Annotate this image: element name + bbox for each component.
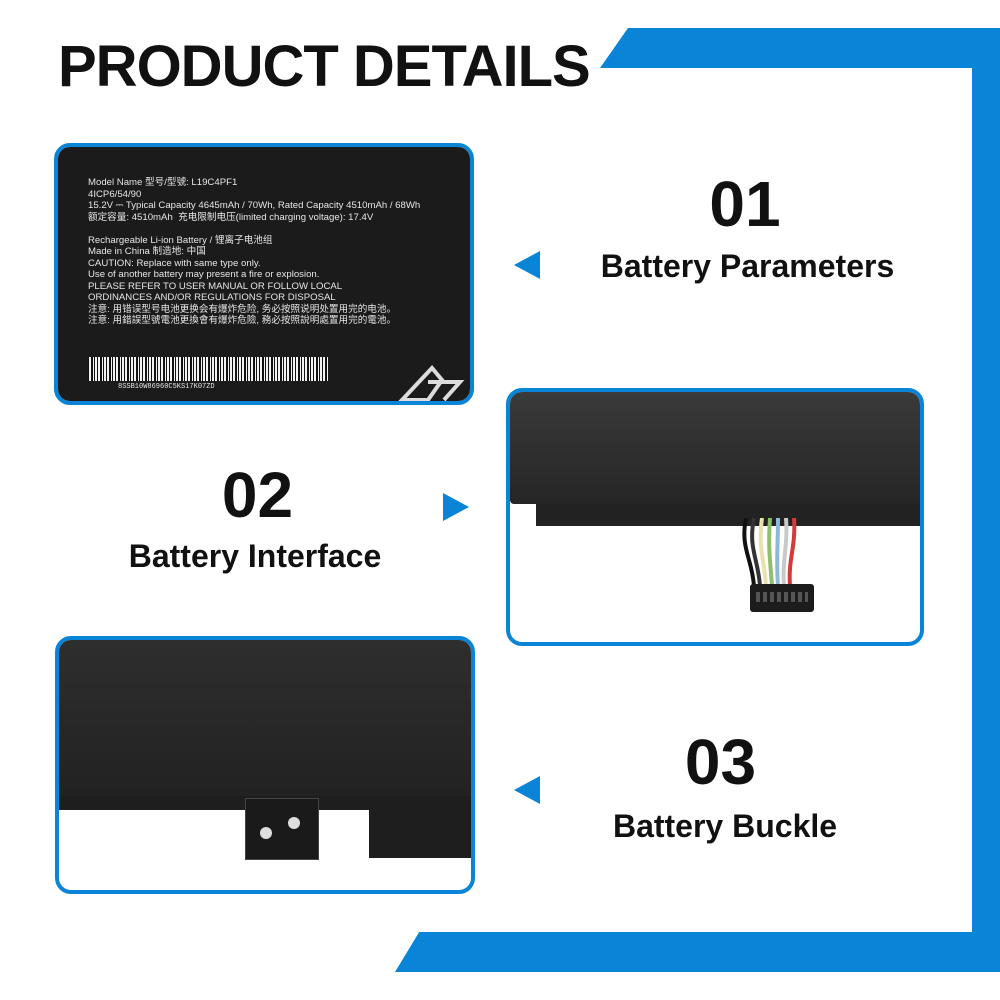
left-arrow-icon — [514, 251, 540, 279]
section-number-01: 01 — [709, 168, 781, 240]
connector-cable — [738, 517, 798, 588]
left-arrow-icon — [514, 776, 540, 804]
page-title: PRODUCT DETAILS — [58, 34, 591, 99]
frame-bottom-border — [395, 932, 1000, 972]
battery-body-bottom — [59, 640, 471, 796]
barcode — [88, 357, 328, 381]
section-label-battery-parameters: Battery Parameters — [600, 248, 895, 284]
frame-top-border — [600, 28, 1000, 68]
mounting-hole-icon — [288, 817, 300, 829]
section-label-battery-interface: Battery Interface — [128, 538, 382, 574]
battery-interface-panel — [506, 388, 924, 646]
certification-logo-icon — [398, 364, 465, 401]
frame-right-border — [972, 28, 1000, 972]
battery-ridge — [536, 504, 920, 526]
section-label-battery-buckle: Battery Buckle — [612, 808, 838, 844]
serial-number: 8SSB10W86960C5KS17K07ZD — [118, 383, 215, 391]
battery-body — [510, 392, 920, 504]
battery-spec-text: Model Name 型号/型號: L19C4PF1 4ICP6/54/90 1… — [88, 177, 421, 326]
battery-label-surface: Model Name 型号/型號: L19C4PF1 4ICP6/54/90 1… — [58, 147, 470, 401]
mounting-hole-icon — [260, 827, 272, 839]
section-number-03: 03 — [684, 726, 757, 798]
connector-plug — [750, 584, 814, 612]
battery-parameters-panel: Model Name 型号/型號: L19C4PF1 4ICP6/54/90 1… — [54, 143, 474, 405]
right-arrow-icon — [443, 493, 469, 521]
battery-buckle-panel — [55, 636, 475, 894]
battery-edge-lower — [369, 810, 471, 858]
mounting-tab — [245, 798, 319, 860]
section-number-02: 02 — [221, 459, 294, 531]
